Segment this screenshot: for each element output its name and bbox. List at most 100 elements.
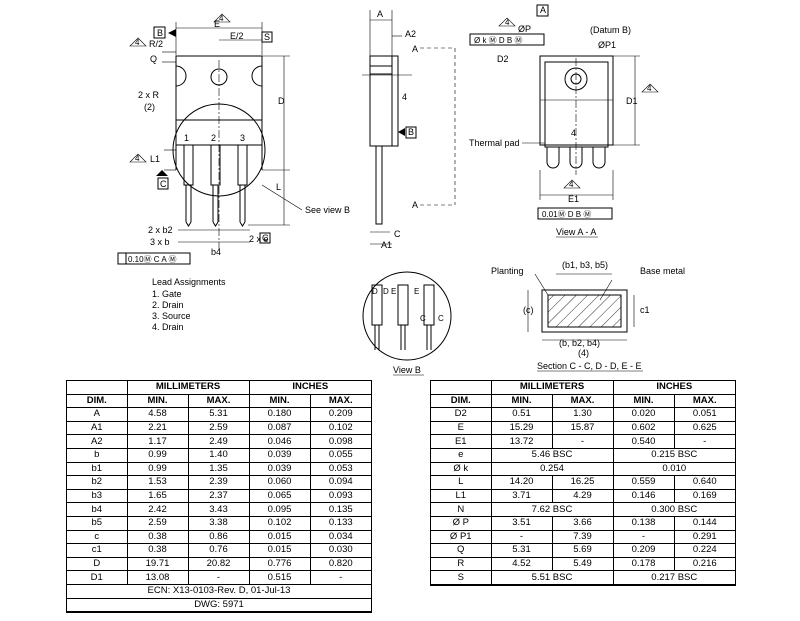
dim-cell: D2 [431,407,492,422]
value-cell: 0.51 [490,407,553,422]
value-cell: 0.102 [248,515,311,531]
drawing-label: Q [150,54,157,64]
drawing-label: C [160,179,167,189]
dimensions-table-left: MILLIMETERS INCHES DIM. MIN. MAX. MIN. M… [66,380,372,614]
view-a-a: A 4 ØP (Datum B) ØP1 Ø k Ⓜ D B Ⓜ D2 4 D1… [469,4,659,238]
value-cell: 3.51 [490,515,553,531]
header-max: MAX. [551,393,614,409]
value-cell: 5.31 [490,543,553,558]
value-cell: - [490,529,553,545]
drawing-label: View A - A [556,227,596,237]
value-cell: 0.180 [248,407,311,422]
dim-cell: Ø P1 [431,529,492,545]
dim-cell: Q [431,543,492,558]
section-cc: Planting (b1, b3, b5) Base metal (c) c1 … [491,260,685,372]
value-cell: 0.094 [309,475,372,490]
value-cell: 0.144 [673,515,736,531]
drawing-label: 2. Drain [152,300,184,310]
value-cell: 0.178 [612,556,675,572]
drawing-label: D [372,287,378,296]
value-cell: 0.254 [490,461,614,477]
value-cell: 1.53 [126,475,189,490]
value-cell: 0.095 [248,502,311,517]
value-cell: 13.72 [490,434,553,449]
drawing-label: 1. Gate [152,289,182,299]
drawing-label: 4 [135,38,140,47]
drawing-label: A [412,44,418,54]
value-cell: 0.209 [309,407,372,422]
header-dim: DIM. [67,393,128,409]
drawing-label: 2 x R [138,90,160,100]
drawing-label: c1 [640,305,650,315]
value-cell: 0.034 [309,529,372,545]
dim-cell: Ø k [431,461,492,477]
value-cell: 2.49 [187,434,250,449]
value-cell: 0.060 [248,475,311,490]
drawing-label: B [408,127,414,137]
drawing-label: R/2 [149,39,163,49]
value-cell: 0.087 [248,420,311,436]
dim-cell: Ø P [431,515,492,531]
header-millimeters: MILLIMETERS [490,381,614,395]
drawing-label: 3 x b [150,237,170,247]
dim-cell: R [431,556,492,572]
dim-cell: b1 [67,461,128,477]
value-cell: - [187,570,250,585]
drawing-label: C [262,233,269,243]
drawing-label: C [438,314,444,323]
drawing-label: 0.10Ⓜ C A Ⓜ [128,255,176,264]
value-cell: - [612,529,675,545]
drawing-label: D [278,96,285,106]
drawing-label: See view B [305,205,350,215]
value-cell: 0.135 [309,502,372,517]
dim-cell: c1 [67,543,128,558]
header-min: MIN. [248,393,311,409]
drawing-label: Ø k Ⓜ D B Ⓜ [474,36,522,45]
drawing-label: 3. Source [152,311,191,321]
value-cell: 14.20 [490,475,553,490]
value-cell: 13.08 [126,570,189,585]
value-cell: 16.25 [551,475,614,490]
value-cell: 0.020 [612,407,675,422]
drawing-label: 4. Drain [152,322,184,332]
drawing-label: S [264,32,270,42]
value-cell: 0.051 [673,407,736,422]
drawing-label: 3 [240,133,245,143]
drawing-label: A2 [405,29,416,39]
drawing-label: L [276,182,281,192]
dim-cell: S [431,570,492,585]
package-outline-drawing: B 4 E E/2 S 4 R/2 Q 2 x R (2) [117,4,685,376]
dim-cell: A [67,407,128,422]
drawing-label: Section C - C, D - D, E - E [537,361,642,371]
value-cell: 4.58 [126,407,189,422]
value-cell: 1.65 [126,488,189,504]
drawing-label: View B [393,365,421,375]
drawing-label: B [157,28,163,38]
drawing-label: 4 [571,128,576,138]
value-cell: 0.602 [612,420,675,436]
dim-cell: b2 [67,475,128,490]
drawing-label: (b1, b3, b5) [562,260,608,270]
view-b: D D E E C C View B [362,271,452,376]
drawing-label: A1 [381,240,392,250]
drawing-label: 4 [505,18,510,27]
value-cell: 3.66 [551,515,614,531]
value-cell: 0.300 BSC [612,502,736,517]
drawing-label: 0.01Ⓜ D B Ⓜ [542,210,591,219]
dim-cell: D1 [67,570,128,585]
dim-cell: L1 [431,488,492,504]
drawing-label: Base metal [640,266,685,276]
drawing-label: ØP1 [598,40,616,50]
value-cell: 0.38 [126,529,189,545]
drawing-label: D E [383,287,396,296]
